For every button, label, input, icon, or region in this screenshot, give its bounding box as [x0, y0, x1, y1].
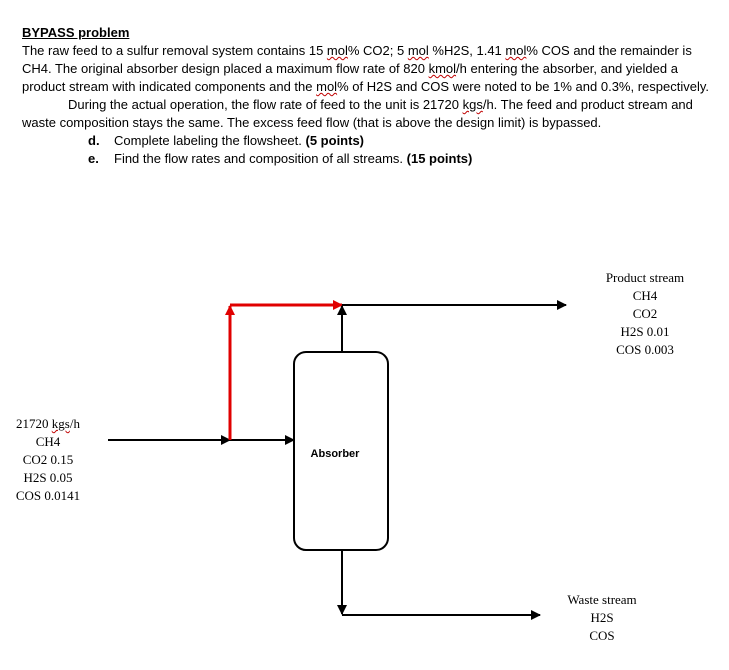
feed-stream-label: 21720 kgs/h CH4 CO2 0.15 H2S 0.05 COS 0.…	[0, 415, 96, 505]
problem-paragraph-1: The raw feed to a sulfur removal system …	[22, 42, 722, 96]
waste-title: Waste stream	[567, 592, 637, 607]
feed-component-h2s: H2S 0.05	[23, 470, 73, 485]
p2-text-b: /h. The feed and product stream and wast…	[22, 97, 693, 130]
feed-component-co2: CO2 0.15	[22, 452, 74, 467]
p1-text-e: /h entering the absorber, and yielded a …	[22, 61, 678, 94]
task-label-e: e.	[88, 151, 99, 166]
product-title: Product stream	[605, 270, 685, 285]
task-item-e: e. Find the flow rates and composition of…	[88, 150, 722, 168]
waste-stream-label: Waste stream H2S COS	[550, 591, 654, 645]
p1-text-c: %H2S, 1.41	[428, 43, 506, 58]
feed-rate: 21720 kgs/h	[0, 415, 96, 433]
p1-text-b: % CO2; 5	[347, 43, 408, 58]
absorber-label: Absorber	[311, 448, 361, 460]
p2-text-a: During the actual operation, the flow ra…	[68, 97, 463, 112]
product-component-co2: CO2	[632, 306, 658, 321]
product-component-cos: COS 0.003	[616, 342, 674, 357]
task-list: d. Complete labeling the flowsheet. (5 po…	[22, 132, 722, 168]
p1-text-d: % COS and the remainder is CH4. The orig…	[22, 43, 692, 76]
product-component-ch4: CH4	[632, 288, 658, 303]
feed-component-ch4: CH4	[35, 434, 61, 449]
p1-text-f: % of H2S and COS were noted to be 1% and…	[337, 79, 709, 94]
p1-mol-2: mol	[407, 43, 429, 58]
problem-paragraph-2: During the actual operation, the flow ra…	[22, 96, 722, 132]
product-component-h2s: H2S 0.01	[620, 324, 670, 339]
p1-mol-1: mol	[326, 43, 348, 58]
waste-component-h2s: H2S	[590, 610, 614, 625]
feed-component-cos: COS 0.0141	[15, 488, 81, 503]
p2-kgs: kgs	[462, 97, 483, 112]
p1-text-a: The raw feed to a sulfur removal system …	[22, 43, 327, 58]
task-points-d: (5 points)	[305, 133, 365, 148]
p1-kmol: kmol	[428, 61, 457, 76]
feed-rate-number: 21720	[16, 416, 52, 431]
feed-rate-unit: kgs	[51, 416, 70, 431]
p1-mol-3: mol	[505, 43, 527, 58]
problem-title: BYPASS problem	[22, 25, 130, 40]
task-text-e: Find the flow rates and composition of a…	[114, 151, 407, 166]
p1-mol-5: mol	[316, 79, 338, 94]
task-label-d: d.	[88, 133, 100, 148]
task-text-d: Complete labeling the flowsheet.	[114, 133, 306, 148]
waste-component-cos: COS	[589, 628, 615, 643]
problem-statement: BYPASS problem The raw feed to a sulfur …	[22, 24, 722, 168]
feed-rate-suffix: /h	[69, 416, 80, 431]
task-points-e: (15 points)	[406, 151, 473, 166]
task-item-d: d. Complete labeling the flowsheet. (5 po…	[88, 132, 722, 150]
product-stream-label: Product stream CH4 CO2 H2S 0.01 COS 0.00…	[590, 269, 700, 359]
